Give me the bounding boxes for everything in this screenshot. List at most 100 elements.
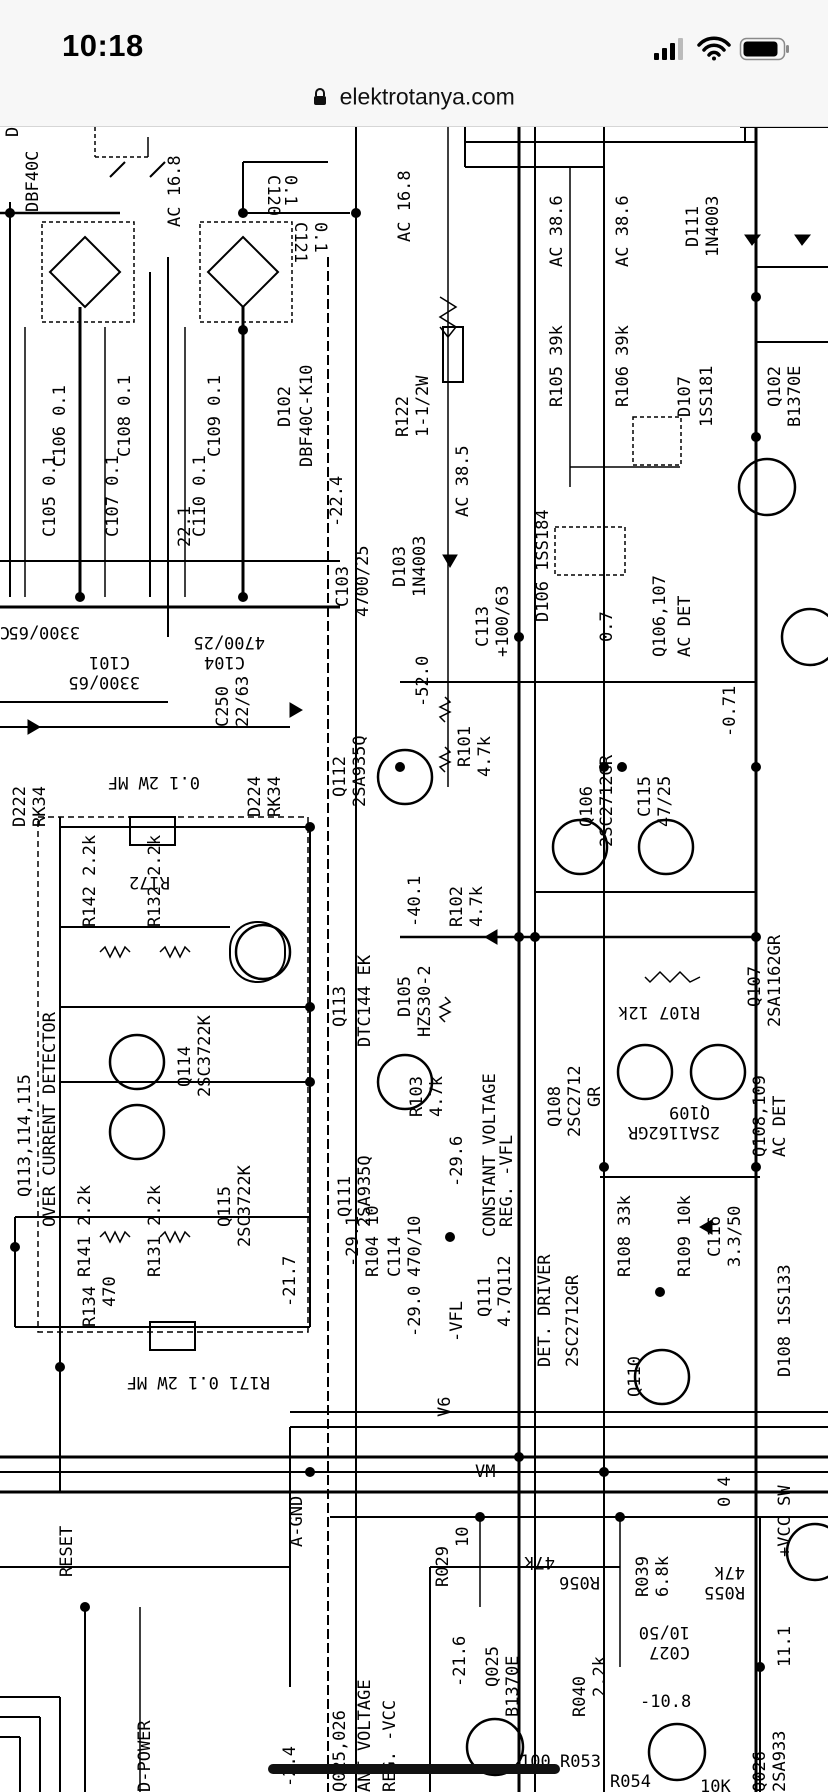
label-acv386b: AC 38.6 [613, 195, 633, 267]
label-v10k: 10K [700, 1777, 731, 1792]
label-acv386a: AC 38.6 [547, 195, 567, 267]
label-c105: C105 0.1 [40, 455, 60, 537]
label-c120: C120 [263, 175, 283, 216]
label-r141: R141 2.2k [75, 1185, 95, 1277]
cellular-signal-icon [654, 38, 683, 60]
label-ac168b: AC 16.8 [395, 170, 415, 242]
label-d222: D222 [10, 786, 30, 827]
label-c108: C108 0.1 [115, 375, 135, 457]
label-q026v: 2SA933 [770, 1731, 790, 1792]
label-r122v: 1-1/2W [413, 375, 433, 437]
label-ac168a: AC 16.8 [165, 155, 185, 227]
label-regvcc: REG. -VCC [380, 1700, 400, 1792]
label-r172v: 0.1 2W MF [108, 772, 200, 792]
label-c027v: 10/50 [639, 1622, 690, 1642]
label-r029: R029 [433, 1546, 453, 1587]
label-q1114v: 4.7Q112 [495, 1255, 515, 1327]
label-d102: D102 [275, 386, 295, 427]
label-c121v: 0.1 [310, 222, 330, 253]
label-d105: D105 [395, 976, 415, 1017]
label-v111: 11.1 [775, 1626, 795, 1667]
label-r104: R104 10 [363, 1205, 383, 1277]
label-r040: R040 [570, 1676, 590, 1717]
battery-icon [739, 37, 789, 61]
label-vm: VM [475, 1462, 495, 1482]
status-bar: 10:18 [0, 0, 828, 70]
label-d111: D111 [683, 206, 703, 247]
label-r055: R055 [704, 1582, 745, 1602]
label-q108gr: GR [585, 1086, 605, 1107]
label-v07: 0.7 [597, 611, 617, 642]
wifi-icon [697, 36, 731, 61]
label-d103v: 1N4003 [410, 536, 430, 597]
label-q115v: 2SC3722K [235, 1164, 255, 1247]
label-cvolt: ANT VOLTAGE [355, 1679, 375, 1792]
label-c110: C110 0.1 [190, 455, 210, 537]
label-r056: R056 [559, 1572, 600, 1592]
label-r102: R102 [447, 886, 467, 927]
label-r039v: 6.8k [653, 1556, 673, 1597]
label-c115v: 47/25 [655, 776, 675, 827]
label-v04: 0.4 [715, 1476, 735, 1507]
label-c113: C113 [473, 606, 493, 647]
label-d111v: 1N4003 [703, 196, 723, 257]
label-r101: R101 [455, 726, 475, 767]
label-c104v: 4700/25 [193, 632, 265, 652]
label-vm296: -29.6 [447, 1136, 467, 1187]
label-c101: C101 [89, 652, 130, 672]
label-vm071: -0.71 [720, 686, 740, 737]
label-q113: Q113 [330, 986, 350, 1027]
label-r105: R105 39k [547, 325, 567, 407]
label-q114: Q114 [175, 1046, 195, 1087]
label-q102v: B1370E [785, 366, 805, 427]
label-vm520: -52.0 [413, 656, 433, 707]
label-r055v: 47k [714, 1562, 745, 1582]
label-c102v: 3300/65 [8, 622, 80, 642]
label-d106: D106 1SS184 [533, 509, 553, 622]
schematic-diagram: D110 DBF40C AC 16.8 C120 0.1 C121 0.1 AC… [0, 127, 828, 1792]
label-q106107: Q106,107 [650, 575, 670, 657]
label-ocd: OVER CURRENT DETECTOR [40, 1011, 60, 1227]
label-q026: Q026 [750, 1751, 770, 1792]
label-c101v: 3300/65 [68, 672, 140, 692]
label-q107: Q107 [745, 966, 765, 1007]
label-r172: R172 [129, 872, 170, 892]
label-ac385a: AC 38.5 [453, 445, 473, 517]
address-bar[interactable]: elektrotanya.com [0, 70, 828, 127]
label-q111: Q111 [335, 1176, 355, 1217]
label-q025026: Q025,026 [330, 1710, 350, 1792]
label-v6: V6 [435, 1397, 455, 1417]
label-c116: C116 [705, 1216, 725, 1257]
label-q106v: 2SC2712GR [597, 754, 617, 847]
label-r171: R171 0.1 2W MF [127, 1372, 270, 1392]
label-q107v: 2SA1162GR [765, 934, 785, 1027]
status-icons [654, 36, 789, 61]
label-dbf: DBF40C [23, 151, 43, 212]
label-c115: C115 [635, 776, 655, 817]
label-detdrv: DET. DRIVER [535, 1254, 555, 1367]
label-c109: C109 0.1 [205, 375, 225, 457]
label-q113v: DTC144 EK [355, 954, 375, 1047]
label-acdet1: AC DET [675, 596, 695, 657]
label-q115: Q115 [215, 1186, 235, 1227]
label-r056v: 47k [524, 1552, 555, 1572]
label-c114: C114 [385, 1236, 405, 1277]
label-r054: R054 [610, 1772, 651, 1792]
label-vm291: -29.1 [343, 1216, 363, 1267]
label-c104: C104 [204, 652, 245, 672]
label-r029v: 10 [453, 1527, 473, 1547]
url-text[interactable]: elektrotanya.com [339, 83, 515, 110]
home-indicator[interactable] [268, 1764, 560, 1774]
schematic-image[interactable]: D110 DBF40C AC 16.8 C120 0.1 C121 0.1 AC… [0, 127, 828, 1792]
label-cvreg2: REG. -VFL [497, 1135, 517, 1227]
label-r102v: 4.7k [467, 886, 487, 927]
label-acdet2: AC DET [770, 1096, 790, 1157]
label-d224: D224 [245, 776, 265, 817]
label-r132: R132 2.2k [145, 835, 165, 927]
label-r101v: 4.7k [475, 736, 495, 777]
label-c116v: 3.3/50 [725, 1206, 745, 1267]
label-q112v: 2SA935Q [350, 735, 370, 807]
label-r103: R103 [407, 1076, 427, 1117]
label-c103v: 4700/25 [353, 545, 373, 617]
label-c107: C107 0.1 [103, 455, 123, 537]
